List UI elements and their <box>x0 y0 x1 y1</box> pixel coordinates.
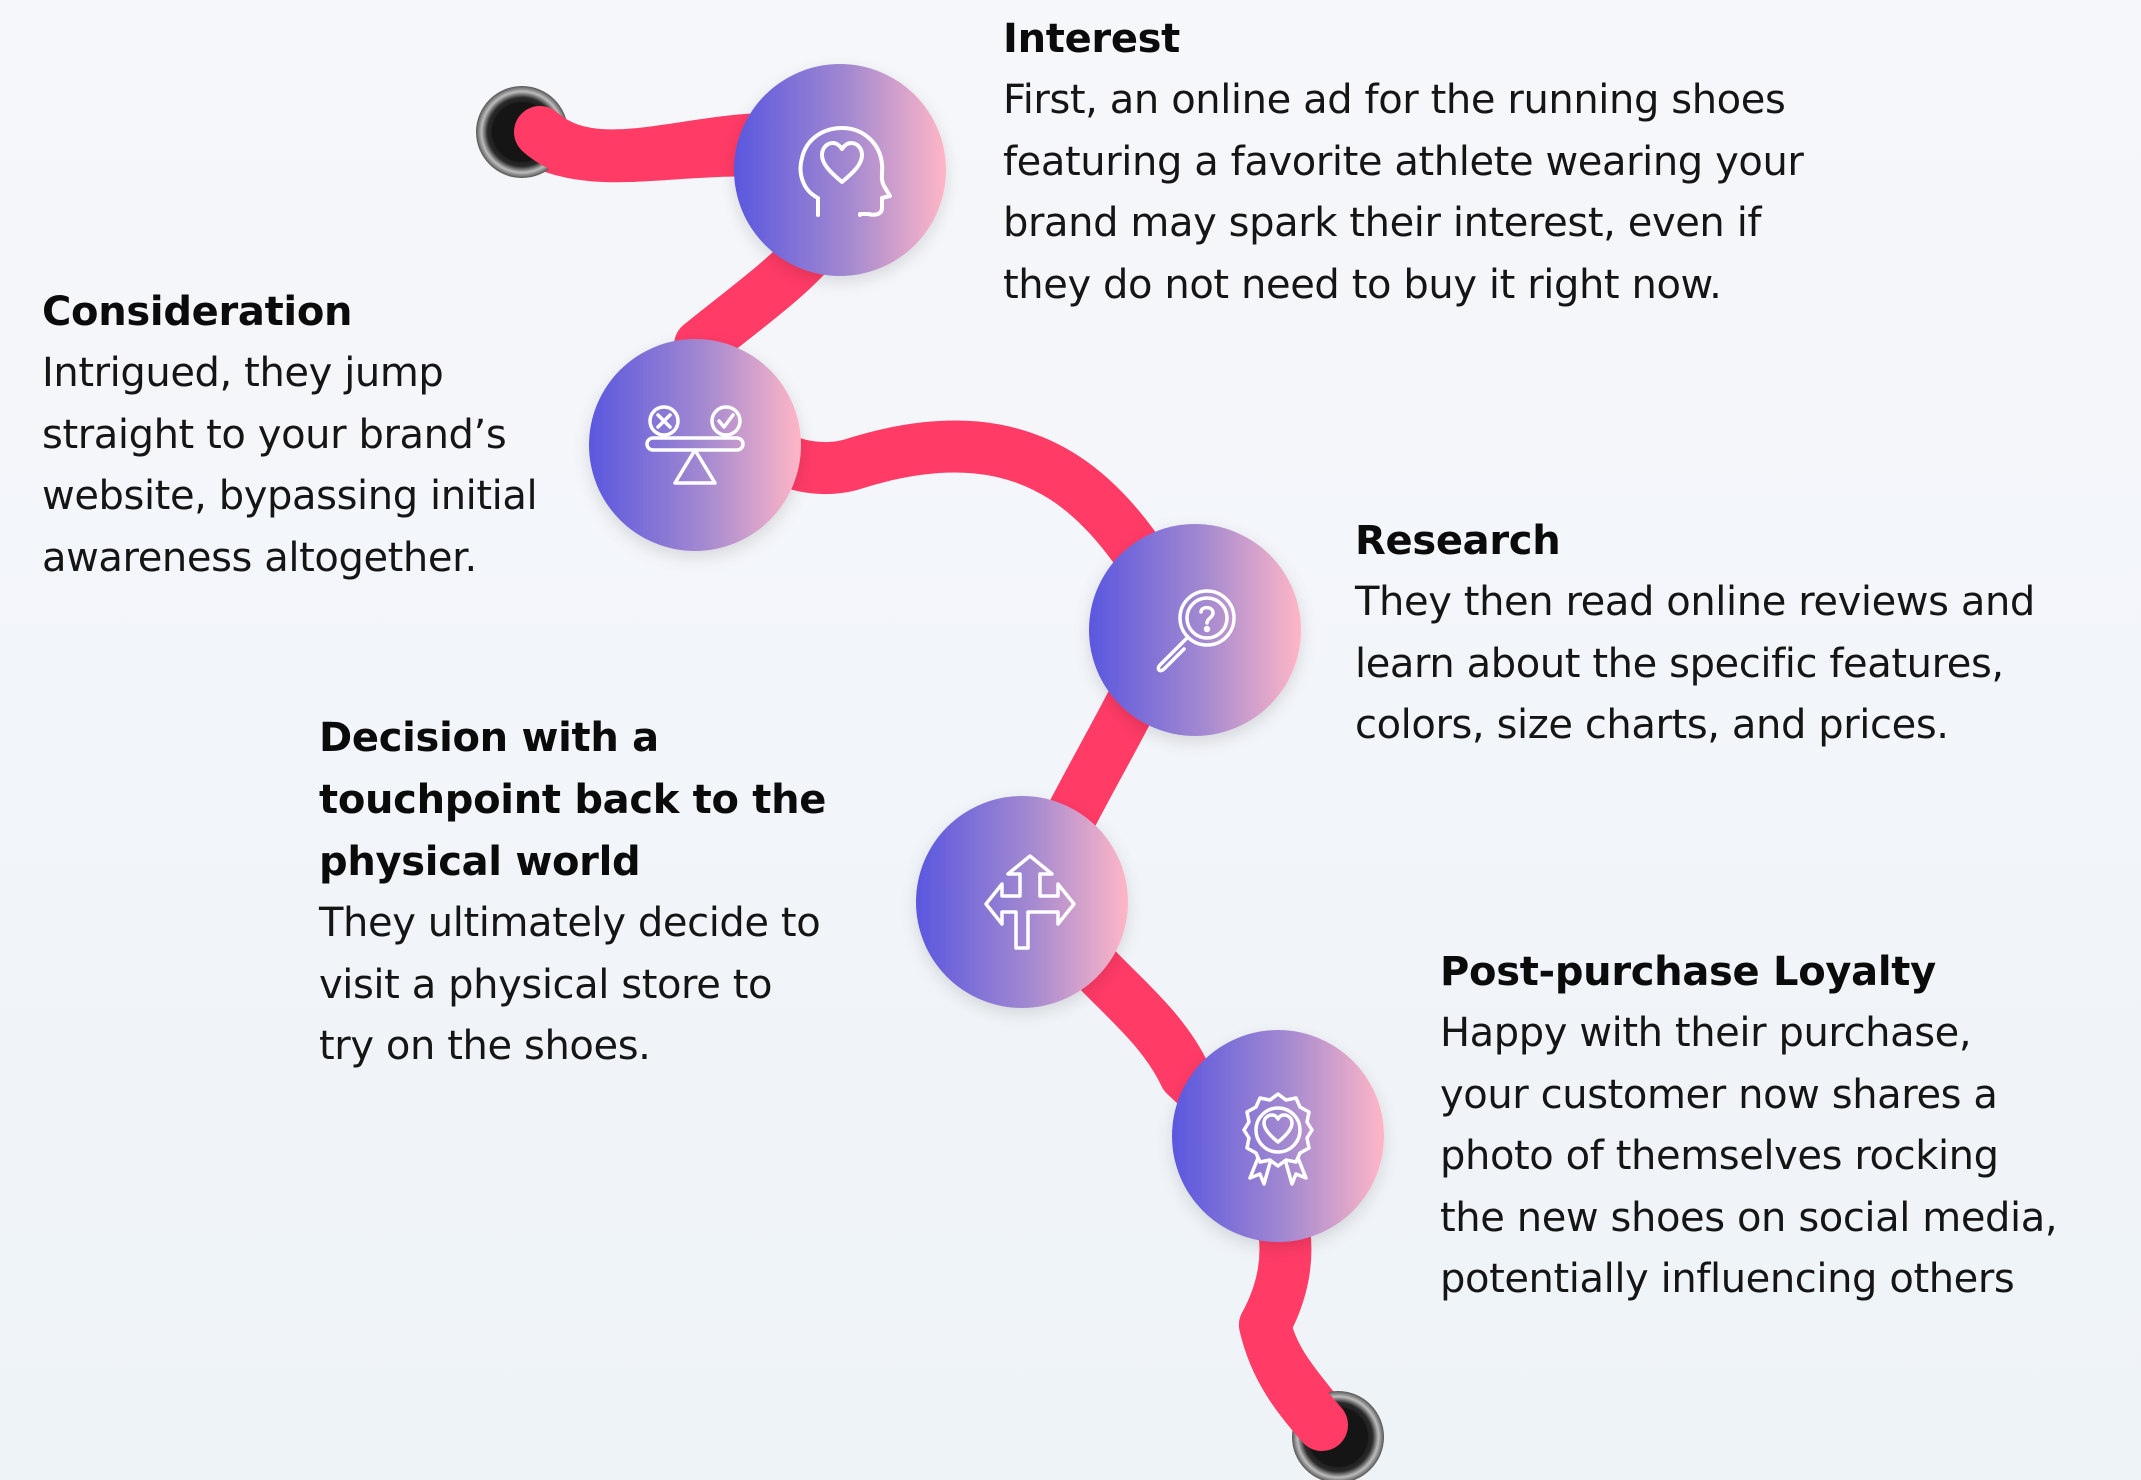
stage-description: Intrigued, they jump straight to your br… <box>42 350 538 581</box>
stage-text-loyalty: Post-purchase Loyalty Happy with their p… <box>1440 941 2130 1311</box>
stage-description: They then read online reviews and learn … <box>1355 579 2035 748</box>
stage-description: Happy with their purchase, your customer… <box>1440 1010 2058 1302</box>
balance-scale-icon <box>645 405 745 485</box>
stage-text-interest: Interest First, an online ad for the run… <box>1003 8 2003 316</box>
stage-node-interest <box>734 64 946 276</box>
stage-text-research: Research They then read online reviews a… <box>1355 510 2125 757</box>
stage-description: They ultimately decide to visit a physic… <box>319 900 821 1069</box>
split-arrows-icon <box>984 854 1076 950</box>
head-heart-icon <box>798 126 892 217</box>
magnifier-question-icon <box>1156 589 1236 673</box>
stage-title: Decision with a touchpoint back to the p… <box>319 715 827 885</box>
stage-node-loyalty <box>1172 1030 1384 1242</box>
award-badge-heart-icon <box>1242 1092 1314 1186</box>
stage-node-research <box>1089 524 1301 736</box>
stage-title: Post-purchase Loyalty <box>1440 949 1936 995</box>
stage-title: Consideration <box>42 289 353 335</box>
stage-description: First, an online ad for the running shoe… <box>1003 77 1804 308</box>
stage-node-consideration <box>589 339 801 551</box>
stage-title: Research <box>1355 518 1561 564</box>
stage-text-consideration: Consideration Intrigued, they jump strai… <box>42 281 602 589</box>
stage-text-decision: Decision with a touchpoint back to the p… <box>319 707 939 1078</box>
stage-title: Interest <box>1003 16 1180 62</box>
stage-node-decision <box>916 796 1128 1008</box>
